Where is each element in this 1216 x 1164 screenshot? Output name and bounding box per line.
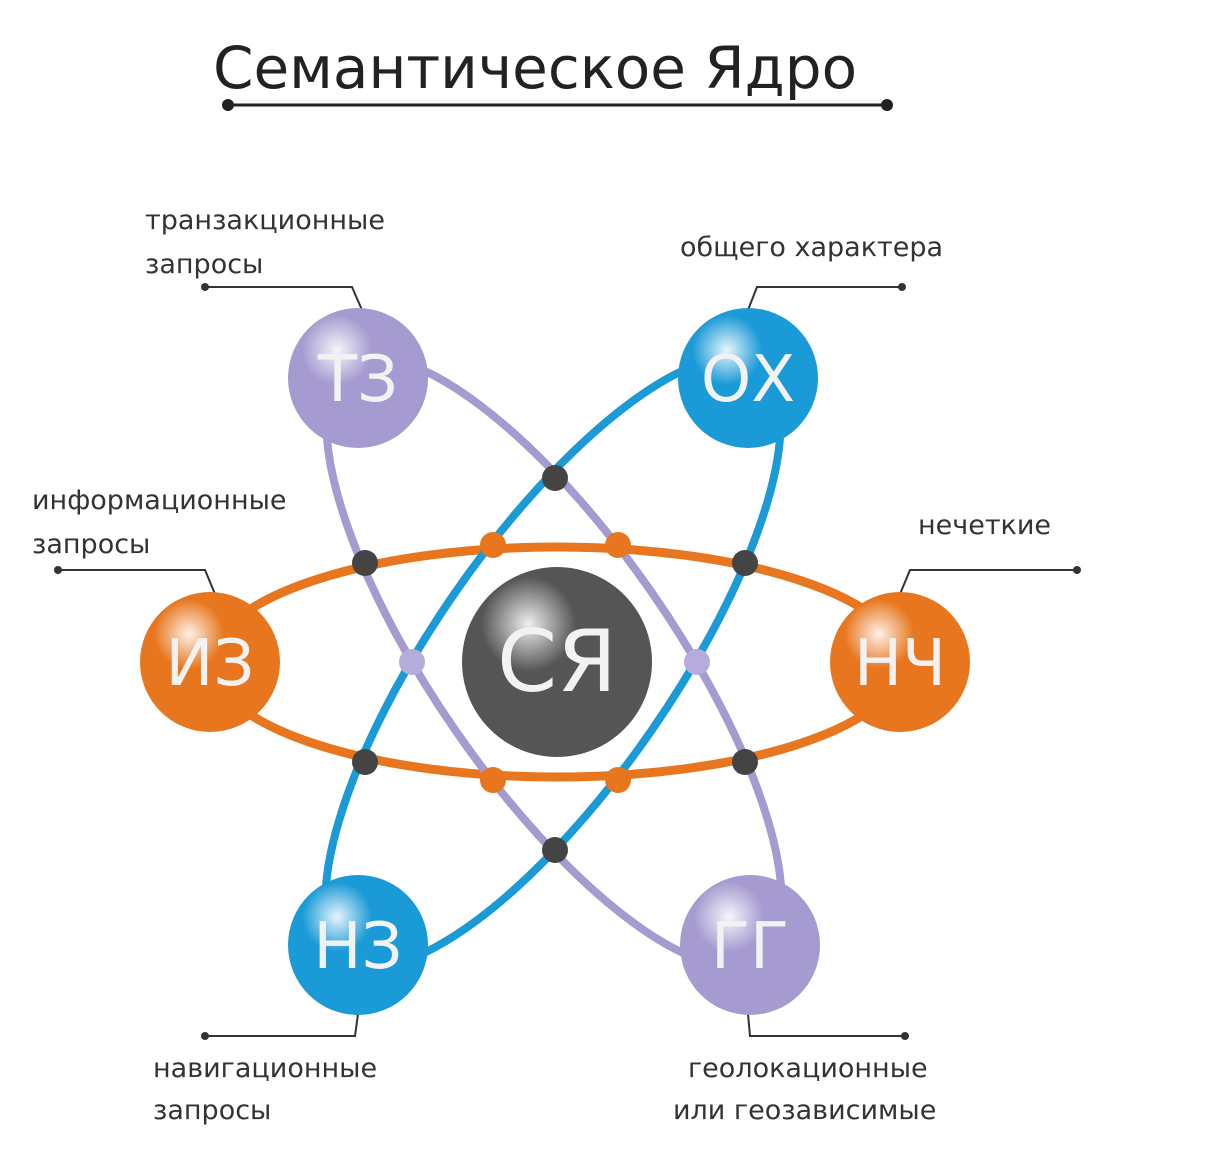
dark-dot (542, 465, 568, 491)
label-iz-line2: запросы (32, 529, 150, 560)
node-nch: НЧ (830, 592, 970, 732)
label-nch: нечеткие (918, 510, 1051, 541)
orange-dot (605, 767, 631, 793)
diagram-title: Семантическое Ядро (213, 34, 857, 102)
label-nz-line2: запросы (153, 1095, 271, 1126)
underline-dot-right (881, 99, 893, 111)
dark-dot (352, 749, 378, 775)
orange-dot (605, 532, 631, 558)
node-abbr: ГГ (711, 910, 789, 984)
core-abbr: СЯ (497, 612, 617, 712)
dark-dot (352, 550, 378, 576)
orange-dot (480, 767, 506, 793)
label-nz-line1: навигационные (153, 1053, 377, 1084)
node-nz: НЗ (288, 875, 428, 1015)
node-abbr: ОХ (701, 343, 795, 417)
node-abbr: ТЗ (317, 343, 398, 417)
core-node: СЯ (462, 567, 652, 757)
orange-dot (480, 532, 506, 558)
node-oh: ОХ (678, 308, 818, 448)
underline-dot-left (222, 99, 234, 111)
label-tz-line2: запросы (145, 249, 263, 280)
node-tg: ГГ (680, 875, 820, 1015)
dark-dot (732, 550, 758, 576)
label-tg-line1: геолокационные (688, 1053, 928, 1084)
label-tg-line2: или геозависимые (673, 1095, 936, 1126)
intersection-dots (352, 465, 758, 863)
node-iz: ИЗ (140, 592, 280, 732)
label-oh: общего характера (680, 232, 943, 263)
label-tz-line1: транзакционные (145, 205, 385, 236)
purple-dot (684, 649, 710, 675)
purple-dot (399, 649, 425, 675)
dark-dot (732, 749, 758, 775)
leader-lines (54, 283, 1081, 1040)
dark-dot (542, 837, 568, 863)
node-tz: ТЗ (288, 308, 428, 448)
node-abbr: ИЗ (166, 627, 255, 701)
node-abbr: НЗ (313, 910, 402, 984)
label-iz-line1: информационные (32, 485, 287, 516)
node-abbr: НЧ (854, 627, 946, 701)
